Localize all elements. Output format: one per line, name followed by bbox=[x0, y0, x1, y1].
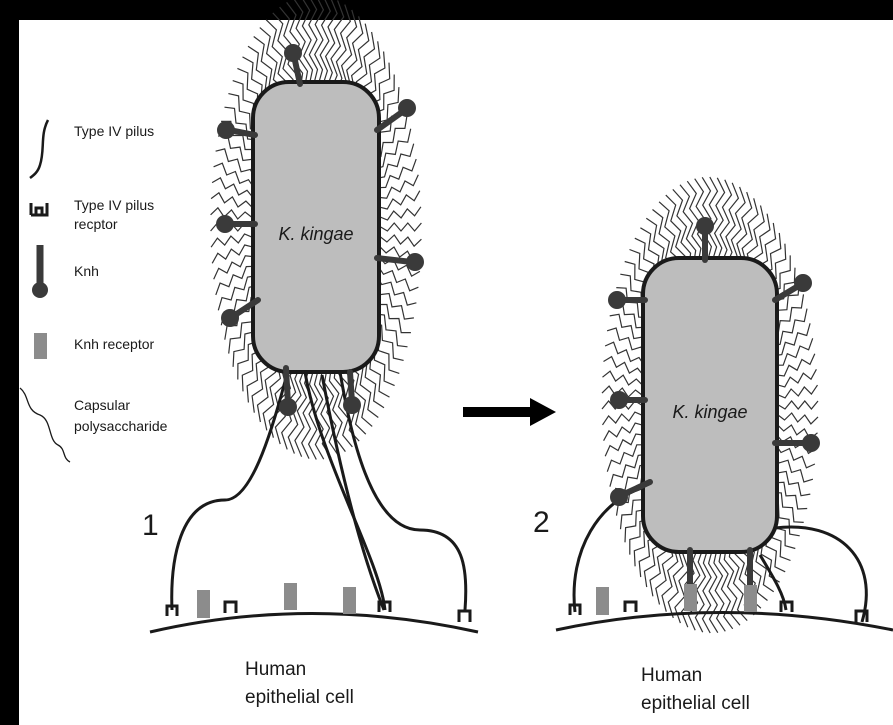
legend: Type IV pilus Type IV pilus recptor Knh … bbox=[20, 120, 168, 462]
capsule-strand bbox=[774, 323, 810, 355]
pilus-receptor-icon bbox=[31, 203, 47, 215]
knh-receptor-icon bbox=[34, 333, 47, 359]
capsule-strand bbox=[603, 371, 643, 385]
pilus-receptor bbox=[459, 611, 470, 622]
pilus bbox=[574, 487, 645, 612]
knh-receptor bbox=[343, 587, 356, 614]
knh-icon bbox=[32, 245, 48, 298]
capsule-strand bbox=[295, 367, 307, 456]
capsule-icon bbox=[20, 388, 70, 462]
capsule-strand bbox=[778, 401, 818, 409]
capsule-strand bbox=[709, 549, 718, 632]
capsule-strand bbox=[212, 245, 252, 263]
legend-label-knh-receptor: Knh receptor bbox=[74, 336, 154, 352]
knh-receptor bbox=[744, 585, 757, 612]
pilus-receptor bbox=[225, 602, 236, 613]
knh-receptor bbox=[596, 587, 609, 615]
capsule-strand bbox=[380, 191, 420, 209]
knh-receptor bbox=[284, 583, 297, 610]
cell-label-1-line-2: epithelial cell bbox=[245, 687, 354, 708]
capsule-strand bbox=[719, 547, 733, 629]
knh-adhesin bbox=[611, 294, 645, 306]
stage-number-1: 1 bbox=[142, 509, 159, 542]
legend-label-knh: Knh bbox=[74, 263, 99, 279]
legend-label-capsule-1: Capsular bbox=[74, 397, 130, 413]
capsule-strand bbox=[381, 223, 422, 231]
cell-label-1-line-1: Human bbox=[245, 659, 306, 680]
pilus-icon bbox=[30, 120, 48, 178]
legend-label-pilus-receptor-1: Type IV pilus bbox=[74, 197, 154, 213]
capsule-strand bbox=[610, 454, 646, 486]
capsule-strand bbox=[607, 445, 644, 472]
knh-adhesin bbox=[377, 102, 413, 130]
capsule-strand bbox=[211, 208, 252, 219]
legend-label-capsule-2: polysaccharide bbox=[74, 418, 168, 434]
bacterium-label-2: K. kingae bbox=[672, 402, 747, 422]
capsule-strand bbox=[776, 338, 813, 365]
transition-arrow bbox=[463, 398, 556, 426]
pilus-receptor bbox=[625, 602, 636, 612]
knh-receptor bbox=[684, 584, 697, 611]
legend-label-pilus: Type IV pilus bbox=[74, 123, 154, 139]
capsule-strand bbox=[778, 369, 817, 387]
capsule-strand bbox=[380, 235, 421, 246]
bacterium-label-1: K. kingae bbox=[278, 224, 353, 244]
knh-adhesin bbox=[219, 218, 255, 230]
capsule-strand bbox=[211, 193, 252, 207]
capsule-strand bbox=[778, 413, 818, 424]
pilus bbox=[775, 527, 866, 622]
pilus-receptor bbox=[167, 606, 177, 616]
legend-label-pilus-receptor-2: recptor bbox=[74, 216, 118, 232]
pilus bbox=[172, 370, 288, 610]
cell-label-2-line-1: Human bbox=[641, 665, 702, 686]
stage-number-2: 2 bbox=[533, 506, 550, 539]
cell-label-2-line-2: epithelial cell bbox=[641, 693, 750, 714]
knh-receptor bbox=[197, 590, 210, 618]
capsule-strand bbox=[604, 423, 643, 441]
